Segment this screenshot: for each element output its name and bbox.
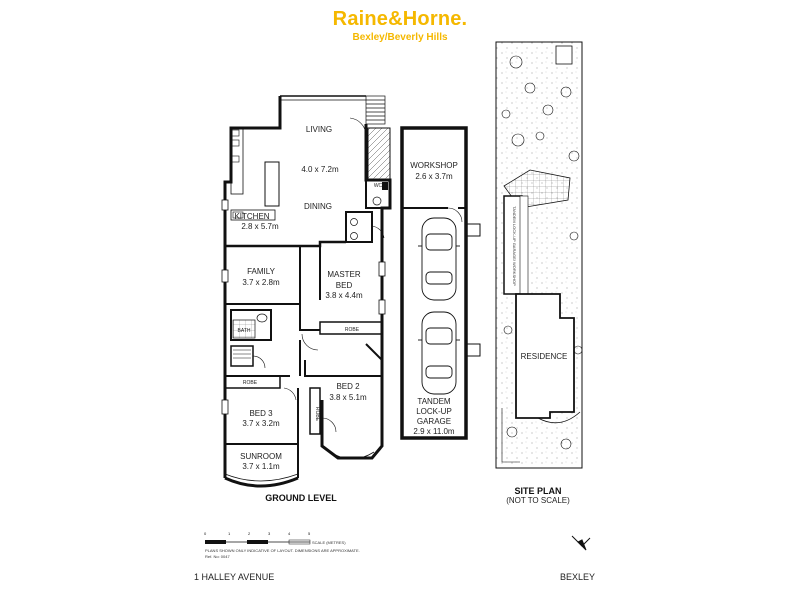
scale-bar: 0 1 2 3 4 5 SCALE (METRES) PLANS SHOWN O… — [204, 531, 360, 559]
dining-label: DINING — [304, 202, 332, 211]
family-dims: 3.7 x 2.8m — [242, 278, 280, 287]
entry-stairs — [365, 95, 386, 125]
robe-master-label: ROBE — [345, 327, 360, 333]
master-dims: 3.8 x 4.4m — [325, 291, 363, 300]
bed2-dims: 3.8 x 5.1m — [329, 393, 367, 402]
kitchen-dims: 2.8 x 5.7m — [241, 222, 279, 231]
bath-label: BATH — [238, 328, 251, 334]
kitchen-label: KITCHEN — [234, 212, 269, 221]
scale-title: SCALE (METRES) — [312, 540, 346, 545]
living-label: LIVING — [306, 125, 332, 134]
ground-level-title: GROUND LEVEL — [265, 493, 337, 503]
disclaimer-text: PLANS SHOWN ONLY INDICATIVE OF LAYOUT. D… — [205, 548, 360, 553]
master-label-1: MASTER — [327, 270, 361, 279]
garage-label-3: GARAGE — [417, 417, 451, 426]
site-plan — [495, 41, 583, 469]
sunroom-dims: 3.7 x 1.1m — [242, 462, 280, 471]
garage-label-2: LOCK-UP — [416, 407, 452, 416]
address: 1 HALLEY AVENUE — [194, 572, 275, 582]
svg-text:1: 1 — [228, 531, 231, 536]
not-to-scale-note: (NOT TO SCALE) — [506, 496, 570, 505]
suburb: BEXLEY — [560, 572, 596, 582]
brand-header: Raine&Horne. Bexley/Beverly Hills — [0, 8, 800, 43]
brand-office: Bexley/Beverly Hills — [352, 32, 448, 43]
reference-number: Ref. No: 0047 — [205, 554, 230, 559]
workshop-label: WORKSHOP — [410, 161, 458, 170]
garage-dims: 2.9 x 11.0m — [413, 427, 455, 436]
family-label: FAMILY — [247, 267, 276, 276]
living-dims: 4.0 x 7.2m — [301, 165, 339, 174]
sunroom-label: SUNROOM — [240, 452, 282, 461]
svg-text:2: 2 — [248, 531, 251, 536]
north-arrow-icon — [571, 535, 591, 551]
car-icon — [418, 217, 460, 301]
site-garage-label: TANDEM LOCK-UP GARAGE/ WORKSHOP — [512, 206, 517, 286]
master-label-2: BED — [336, 281, 353, 290]
car-icon — [418, 311, 460, 395]
room-labels: LIVING 4.0 x 7.2m DINING KITCHEN 2.8 x 5… — [234, 125, 567, 471]
garage-label-1: TANDEM — [417, 397, 451, 406]
bed3-label: BED 3 — [249, 409, 273, 418]
garage-plan — [400, 126, 481, 440]
site-plan-title: SITE PLAN — [514, 486, 561, 496]
robe-bed3-label: ROBE — [243, 380, 258, 386]
svg-text:0: 0 — [204, 531, 207, 536]
bed2-label: BED 2 — [336, 382, 360, 391]
svg-text:5: 5 — [308, 531, 311, 536]
bed3-dims: 3.7 x 3.2m — [242, 419, 280, 428]
robe-bed2-label: ROBE — [314, 407, 320, 422]
workshop-dims: 2.6 x 3.7m — [415, 172, 453, 181]
residence-label: RESIDENCE — [521, 352, 568, 361]
brand-logo: Raine&Horne. — [332, 8, 468, 30]
wc-label: WC — [374, 183, 383, 189]
svg-text:4: 4 — [288, 531, 291, 536]
ground-level-plan — [221, 95, 392, 488]
svg-text:3: 3 — [268, 531, 271, 536]
